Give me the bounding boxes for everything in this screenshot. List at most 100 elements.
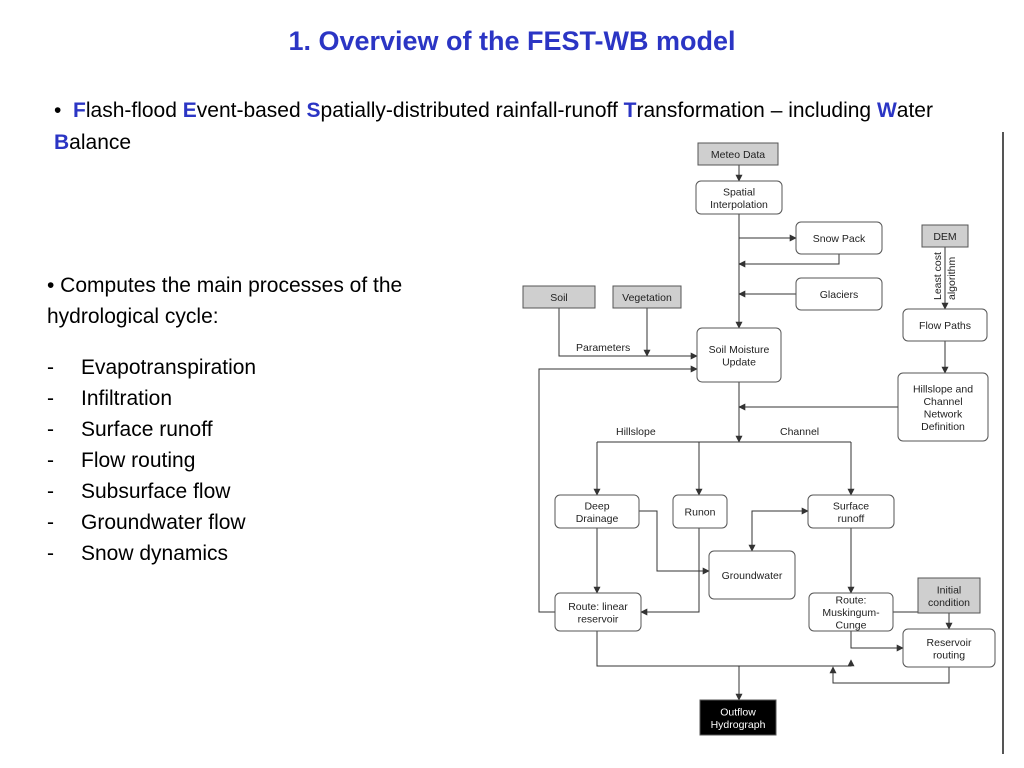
diagram-edges xyxy=(538,165,953,701)
node-box xyxy=(917,577,981,614)
node-label: Runon xyxy=(685,507,716,519)
node-label: Muskingum- xyxy=(822,607,880,619)
edge-label-parameters: Parameters xyxy=(576,342,630,354)
node-label: reservoir xyxy=(578,613,619,625)
node-label: Soil xyxy=(550,292,568,304)
list-item: -Surface runoff xyxy=(47,414,447,445)
node-box xyxy=(897,372,989,442)
node-muskingum: Route:Muskingum-Cunge xyxy=(808,592,894,632)
list-item: -Subsurface flow xyxy=(47,476,447,507)
slide-title: 1. Overview of the FEST-WB model xyxy=(288,26,736,56)
node-runon: Runon xyxy=(672,494,728,529)
connector-arrow xyxy=(596,631,855,667)
node-label: Reservoir xyxy=(927,637,972,649)
node-soil: Soil xyxy=(522,285,596,309)
node-box xyxy=(697,142,779,166)
acronym-letter: T xyxy=(623,99,637,122)
node-label: Glaciers xyxy=(820,289,859,301)
connector-arrow xyxy=(893,611,953,630)
list-item: -Infiltration xyxy=(47,383,447,414)
node-box xyxy=(554,592,642,632)
acronym-letter: B xyxy=(54,131,70,154)
process-label: Subsurface flow xyxy=(81,480,231,503)
node-label: Route: linear xyxy=(568,601,628,613)
node-label: Interpolation xyxy=(710,199,768,211)
connector-arrow xyxy=(738,254,840,268)
list-item: -Snow dynamics xyxy=(47,538,447,569)
connector-arrow xyxy=(538,365,698,613)
node-label: Network xyxy=(924,408,963,420)
node-label: Initial xyxy=(937,584,962,596)
node-box xyxy=(807,494,895,529)
process-label: Groundwater flow xyxy=(81,511,246,534)
node-label: Meteo Data xyxy=(711,149,765,161)
node-label: Groundwater xyxy=(722,570,783,582)
node-label: DEM xyxy=(933,231,956,243)
node-label: Definition xyxy=(921,421,965,433)
edge-label-channel: Channel xyxy=(780,426,819,438)
node-glaciers: Glaciers xyxy=(795,277,883,311)
node-box xyxy=(672,494,728,529)
acronym-word-rest: lash-flood xyxy=(85,99,183,122)
edge-label-algorithm: algorithm xyxy=(946,257,958,300)
node-box xyxy=(699,699,777,736)
connector-arrow xyxy=(639,510,710,575)
node-dem: DEM xyxy=(921,224,969,248)
process-label: Flow routing xyxy=(81,449,196,472)
node-meteo: Meteo Data xyxy=(697,142,779,166)
process-label: Infiltration xyxy=(81,387,173,410)
acronym-word-rest: vent-based xyxy=(196,99,307,122)
acronym-word-rest: ransformation – including xyxy=(636,99,877,122)
process-label: Surface runoff xyxy=(81,418,213,441)
node-label: Hydrograph xyxy=(711,719,766,731)
divider-line xyxy=(1002,132,1004,754)
node-label: Route: xyxy=(836,595,867,607)
node-label: Deep xyxy=(584,500,609,512)
node-label: runoff xyxy=(838,513,865,525)
processes-list: -Evapotranspiration -Infiltration -Surfa… xyxy=(47,352,447,569)
connector-arrow xyxy=(829,666,950,684)
connector-arrow xyxy=(640,528,700,616)
node-box xyxy=(795,221,883,255)
acronym-word-rest: patially-distributed rainfall-runoff xyxy=(320,99,624,122)
node-label: Snow Pack xyxy=(813,233,866,245)
process-label: Snow dynamics xyxy=(81,542,229,565)
node-label: Hillslope and xyxy=(913,383,973,395)
node-box xyxy=(695,180,783,215)
node-box xyxy=(522,285,596,309)
node-snowpack: Snow Pack xyxy=(795,221,883,255)
processes-intro: • Computes the main processes of the hyd… xyxy=(47,274,403,328)
node-box xyxy=(902,628,996,668)
node-box xyxy=(696,327,782,383)
subtitle-bullet: • xyxy=(54,99,62,122)
node-label: routing xyxy=(933,649,965,661)
model-acronym-description: • Flash-flood Event-based Spatially-dist… xyxy=(54,95,974,159)
node-label: Update xyxy=(722,356,756,368)
list-item: -Flow routing xyxy=(47,445,447,476)
acronym-word-rest: ater xyxy=(896,99,933,122)
node-label: Spatial xyxy=(723,186,755,198)
node-label: condition xyxy=(928,597,970,609)
node-label: Cunge xyxy=(836,620,867,632)
node-box xyxy=(795,277,883,311)
acronym-letter: W xyxy=(876,99,897,122)
node-groundwater: Groundwater xyxy=(708,550,796,600)
node-label: Outflow xyxy=(720,706,756,718)
acronym-letter: F xyxy=(73,99,86,122)
node-label: Soil Moisture xyxy=(709,344,770,356)
acronym-letter: E xyxy=(182,99,197,122)
node-label: Flow Paths xyxy=(919,320,971,332)
processes-panel: • Computes the main processes of the hyd… xyxy=(47,270,447,569)
node-label: Drainage xyxy=(576,513,619,525)
